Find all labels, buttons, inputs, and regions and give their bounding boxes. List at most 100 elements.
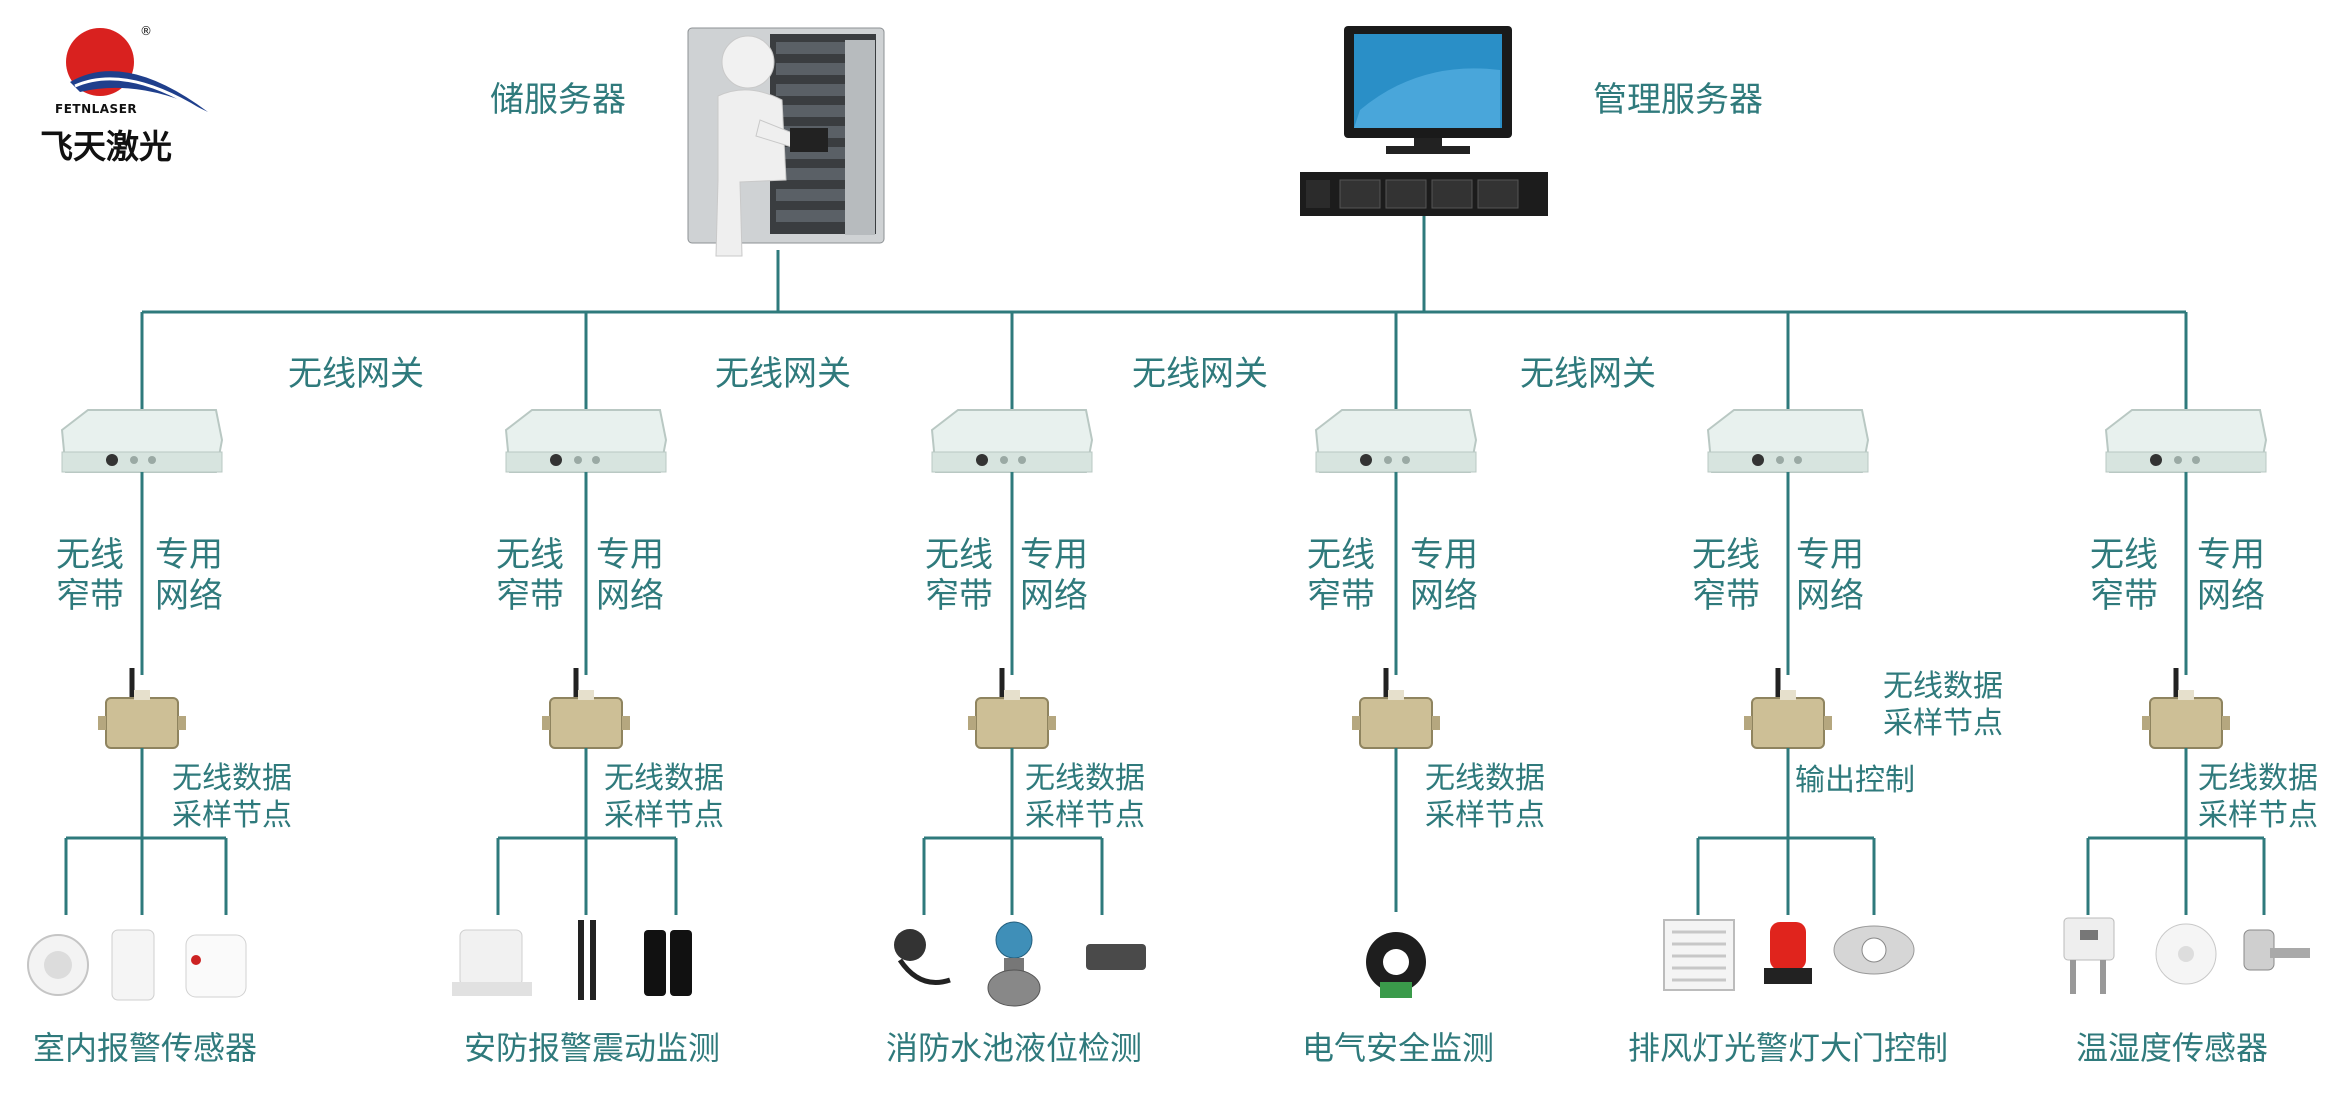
node-ear xyxy=(1352,716,1360,730)
monitor-neck xyxy=(1414,138,1442,148)
beam-sensor-icon xyxy=(578,920,584,1000)
link-right: 专用网络 xyxy=(2197,535,2265,616)
node-ear xyxy=(1048,716,1056,730)
led-light-lens xyxy=(1861,937,1887,963)
node-ear xyxy=(98,716,106,730)
sampling-node-icon xyxy=(1359,697,1433,749)
column-title: 室内报警传感器 xyxy=(32,1029,258,1067)
level-meter-cable xyxy=(897,958,951,985)
link-left: 无线窄带 xyxy=(56,535,124,616)
gateway-base xyxy=(1707,451,1869,473)
alarm-lamp-base xyxy=(1764,968,1812,984)
gateway-led xyxy=(148,456,156,464)
link-right: 专用网络 xyxy=(155,535,223,616)
link-left: 无线窄带 xyxy=(496,535,564,616)
column-title: 排风灯光警灯大门控制 xyxy=(1627,1029,1949,1067)
gateway-led xyxy=(1402,456,1410,464)
sampling-node-icon xyxy=(105,697,179,749)
sampling-node-icon xyxy=(2149,697,2223,749)
monitor-screen-glow xyxy=(1354,68,1500,128)
column-title: 电气安全监测 xyxy=(1301,1029,1495,1067)
storage-server-label: 储服务器 xyxy=(490,80,626,120)
logo-registered: ® xyxy=(140,24,152,38)
node-label: 无线数据采样节点 xyxy=(2198,761,2318,833)
gateway-base xyxy=(61,451,223,473)
flowmeter-body xyxy=(987,969,1041,1007)
drive-bay xyxy=(1385,179,1427,209)
sampling-node-icon xyxy=(1751,697,1825,749)
column-title: 消防水池液位检测 xyxy=(885,1029,1143,1067)
logo-brand-cn: 飞天激光 xyxy=(40,127,172,166)
gateway-led xyxy=(1000,456,1008,464)
column-title: 温湿度传感器 xyxy=(2075,1029,2269,1067)
link-right: 专用网络 xyxy=(1796,535,1864,616)
gateway-base xyxy=(505,451,667,473)
gateway-led xyxy=(1794,456,1802,464)
gateway-port xyxy=(106,454,118,466)
node-gland xyxy=(1004,690,1020,700)
gateway-led xyxy=(1018,456,1026,464)
drive-bay xyxy=(1339,179,1381,209)
node-ear xyxy=(968,716,976,730)
node-gland xyxy=(134,690,150,700)
node-gland xyxy=(2178,690,2194,700)
node-ear xyxy=(1432,716,1440,730)
gateway-base xyxy=(1315,451,1477,473)
th-sensor-probe xyxy=(2100,960,2106,994)
gas-sensor-icon xyxy=(185,934,247,998)
link-left: 无线窄带 xyxy=(1307,535,1375,616)
gateway-led xyxy=(2192,456,2200,464)
column-title: 安防报警震动监测 xyxy=(463,1029,721,1067)
node-ear xyxy=(622,716,630,730)
link-left: 无线窄带 xyxy=(925,535,993,616)
drive-bay xyxy=(1477,179,1519,209)
current-sensor-hole xyxy=(1383,949,1409,975)
node-gland xyxy=(1780,690,1796,700)
logo-brand-en: FETNLASER xyxy=(55,102,138,116)
node-gland xyxy=(1388,690,1404,700)
gateway-label: 无线网关 xyxy=(1132,354,1268,394)
gas-sensor-led xyxy=(191,955,201,965)
beam-sensor-icon xyxy=(590,920,596,1000)
th-sensor-probe xyxy=(2070,960,2076,994)
gateway-base xyxy=(931,451,1093,473)
drive-bay xyxy=(1431,179,1473,209)
link-right: 专用网络 xyxy=(1020,535,1088,616)
link-right: 专用网络 xyxy=(1410,535,1478,616)
node-label: 无线数据采样节点 xyxy=(1025,761,1145,833)
infrared-detector-icon xyxy=(670,930,692,996)
gateway-port xyxy=(1752,454,1764,466)
gateway-led xyxy=(130,456,138,464)
duct-sensor-probe xyxy=(2270,948,2310,958)
node-label: 无线数据采样节点 xyxy=(1425,761,1545,833)
vibration-sensor-base xyxy=(452,982,532,996)
gateway-base xyxy=(2105,451,2267,473)
output-control-label: 输出控制 xyxy=(1795,763,1915,798)
management-server-label: 管理服务器 xyxy=(1593,80,1763,120)
sampling-node-icon xyxy=(549,697,623,749)
gateway-port xyxy=(976,454,988,466)
node-ear xyxy=(2222,716,2230,730)
gateway-led xyxy=(2174,456,2182,464)
gateway-led xyxy=(1384,456,1392,464)
node-ear xyxy=(2142,716,2150,730)
gateway-label: 无线网关 xyxy=(288,354,424,394)
smoke-sensor-center xyxy=(2178,946,2194,962)
vibration-sensor-icon xyxy=(459,929,523,987)
gateway-port xyxy=(550,454,562,466)
th-sensor-display xyxy=(2080,930,2098,940)
current-sensor-terminal xyxy=(1380,982,1412,998)
server-panel xyxy=(1306,180,1330,208)
link-left: 无线窄带 xyxy=(2090,535,2158,616)
node-label: 无线数据采样节点 xyxy=(1883,669,2003,741)
gateway-led xyxy=(1776,456,1784,464)
gateway-label: 无线网关 xyxy=(715,354,851,394)
monitor-base xyxy=(1386,146,1470,154)
node-ear xyxy=(1824,716,1832,730)
gateway-port xyxy=(1360,454,1372,466)
gateway-led xyxy=(592,456,600,464)
node-gland xyxy=(578,690,594,700)
person-head xyxy=(721,35,775,89)
flowmeter-head xyxy=(995,921,1033,959)
